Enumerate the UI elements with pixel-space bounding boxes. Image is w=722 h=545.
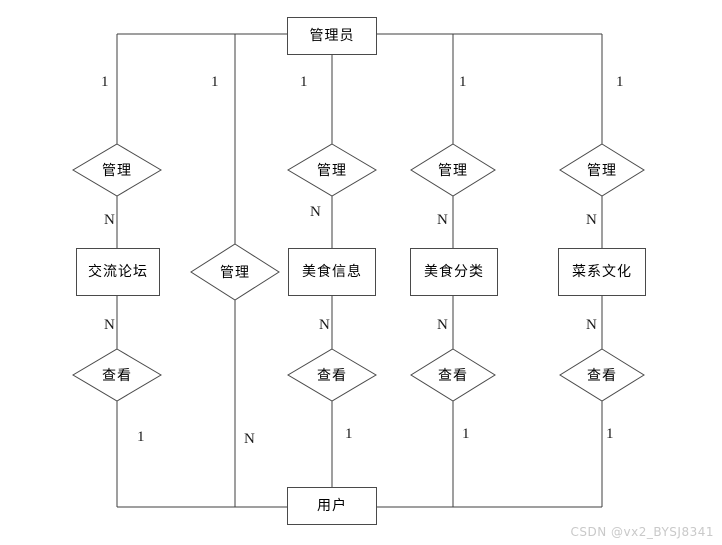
cardinality-forum-manage: N [104, 212, 115, 228]
cardinality-user-food-info: 1 [345, 426, 353, 442]
relationship-view-forum[interactable]: 查看 [72, 348, 162, 402]
cardinality-admin-food-info: 1 [300, 74, 308, 90]
entity-admin[interactable]: 管理员 [287, 17, 377, 55]
cardinality-food-info-view: N [319, 317, 330, 333]
entity-user[interactable]: 用户 [287, 487, 377, 525]
cardinality-food-category-view: N [437, 317, 448, 333]
entity-cuisine-culture[interactable]: 菜系文化 [558, 248, 646, 296]
entity-cuisine-culture-label: 菜系文化 [572, 264, 632, 280]
relationship-manage-food-category-label: 管理 [438, 163, 468, 179]
cardinality-food-info-manage: N [310, 204, 321, 220]
cardinality-admin-forum: 1 [101, 74, 109, 90]
cardinality-user-food-category: 1 [462, 426, 470, 442]
entity-forum[interactable]: 交流论坛 [76, 248, 160, 296]
relationship-view-cuisine-label: 查看 [587, 368, 617, 384]
entity-forum-label: 交流论坛 [88, 264, 148, 280]
relationship-manage-food-info-label: 管理 [317, 163, 347, 179]
relationship-manage-cuisine[interactable]: 管理 [559, 143, 645, 197]
entity-admin-label: 管理员 [309, 28, 355, 44]
cardinality-admin-user: 1 [211, 74, 219, 90]
watermark: CSDN @vx2_BYSJ8341 [570, 525, 714, 539]
relationship-manage-food-info[interactable]: 管理 [287, 143, 377, 197]
relationship-view-food-info-label: 查看 [317, 368, 347, 384]
relationship-manage-user-label: 管理 [220, 265, 250, 281]
relationship-manage-food-category[interactable]: 管理 [410, 143, 496, 197]
cardinality-forum-view: N [104, 317, 115, 333]
entity-user-label: 用户 [317, 498, 347, 514]
cardinality-cuisine-manage: N [586, 212, 597, 228]
cardinality-user-forum: 1 [137, 429, 145, 445]
entity-food-info-label: 美食信息 [302, 264, 362, 280]
relationship-view-food-category-label: 查看 [438, 368, 468, 384]
cardinality-admin-food-category: 1 [459, 74, 467, 90]
cardinality-admin-cuisine: 1 [616, 74, 624, 90]
relationship-view-food-info[interactable]: 查看 [287, 348, 377, 402]
cardinality-user-manage: N [244, 431, 255, 447]
entity-food-category[interactable]: 美食分类 [410, 248, 498, 296]
relationship-manage-forum[interactable]: 管理 [72, 143, 162, 197]
cardinality-cuisine-view: N [586, 317, 597, 333]
relationship-manage-forum-label: 管理 [102, 163, 132, 179]
relationship-view-forum-label: 查看 [102, 368, 132, 384]
relationship-view-cuisine[interactable]: 查看 [559, 348, 645, 402]
relationship-manage-cuisine-label: 管理 [587, 163, 617, 179]
cardinality-food-category-manage: N [437, 212, 448, 228]
cardinality-user-cuisine: 1 [606, 426, 614, 442]
relationship-view-food-category[interactable]: 查看 [410, 348, 496, 402]
entity-food-category-label: 美食分类 [424, 264, 484, 280]
relationship-manage-user[interactable]: 管理 [190, 243, 280, 301]
entity-food-info[interactable]: 美食信息 [288, 248, 376, 296]
